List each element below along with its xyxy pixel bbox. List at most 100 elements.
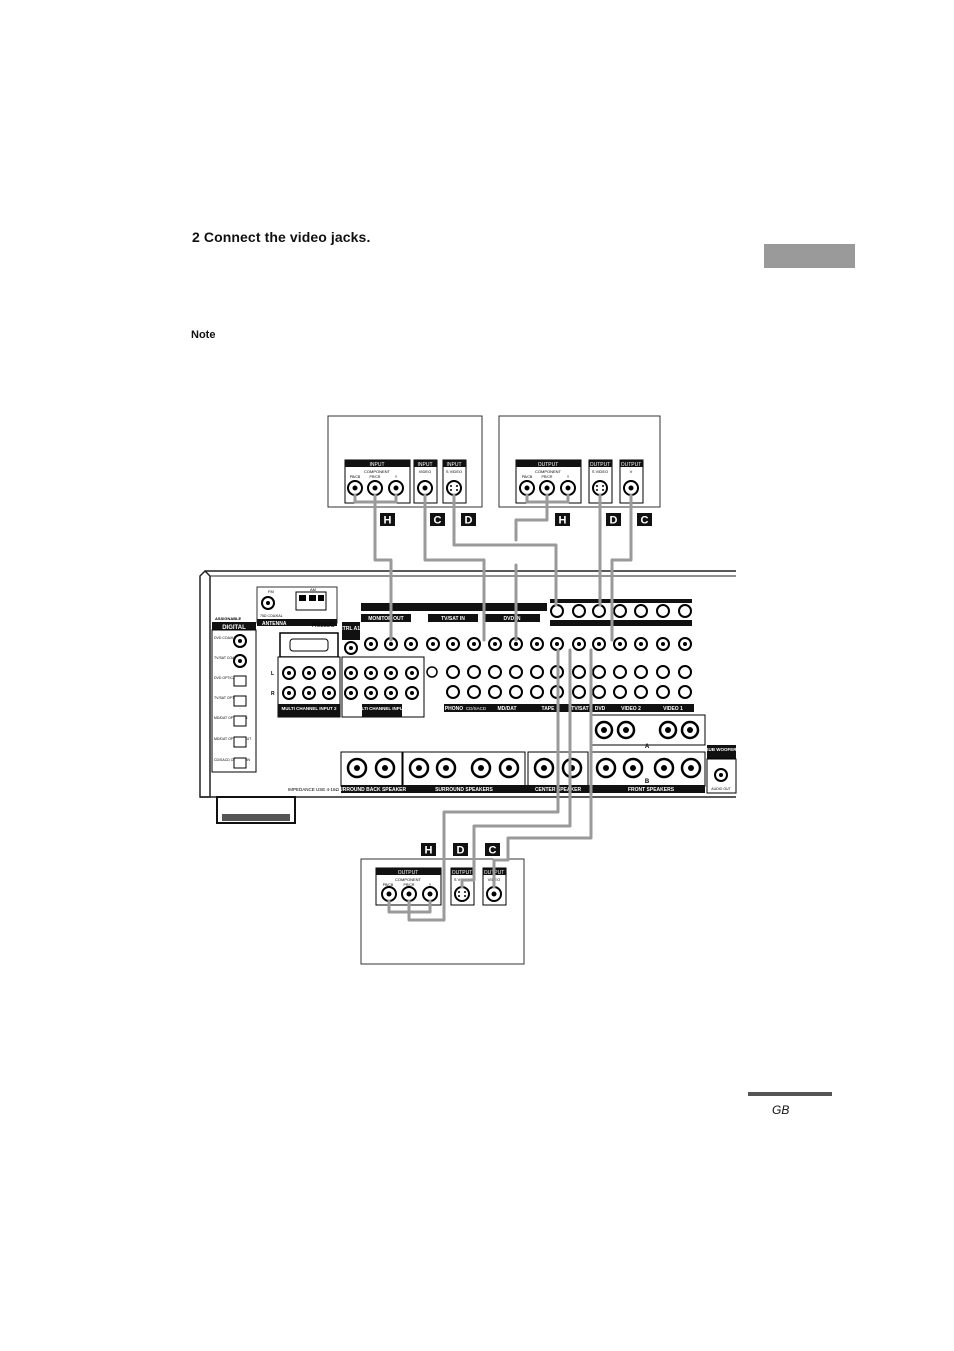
dvd-label: DVD (595, 706, 606, 712)
svg-text:C: C (434, 515, 442, 527)
surround-back-speaker-label: SURROUND BACK SPEAKER (336, 787, 407, 793)
digital-label: DIGITAL (222, 625, 246, 631)
tvsat-label: TV/SAT (571, 706, 588, 712)
front-speakers-b-terminals (595, 757, 702, 779)
svg-text:C: C (641, 515, 649, 527)
svg-text:MD/DAT OPTICAL IN: MD/DAT OPTICAL IN (214, 716, 248, 720)
dev3-y-label: Y (429, 883, 432, 887)
step-heading: 2 Connect the video jacks. (192, 229, 371, 245)
video1-label: VIDEO 1 (663, 706, 683, 712)
svg-text:CD/SACD OPTICAL IN: CD/SACD OPTICAL IN (214, 758, 251, 762)
digital-input: TV/SAT COAXIAL IN (214, 654, 247, 668)
dev2-component-jack (519, 480, 535, 496)
tape-label: TAPE (542, 706, 556, 712)
dvd-in-label: DVD IN (504, 616, 521, 622)
dev2-component-jack (560, 480, 576, 496)
surround-speaker-terminals (408, 757, 520, 779)
assignable-label: ASSIGNABLE (215, 616, 242, 621)
top-right-device: OUTPUT COMPONENT PB/CB PR/CR Y OUTPUT S … (498, 415, 661, 527)
svg-text:H: H (384, 515, 392, 527)
dev2-component-label: COMPONENT (535, 469, 562, 474)
dev3-component-jack (401, 886, 417, 902)
tv-component-jack (388, 480, 404, 496)
tv-component-jack (347, 480, 363, 496)
antenna-label: ANTENNA (262, 621, 287, 627)
fm-coaxial-label: 75Ω COAXIAL (260, 614, 283, 618)
tv-svideo-jack (446, 480, 462, 496)
front-speakers-a-terminals (594, 720, 700, 740)
audio-out-label: AUDIO OUT (711, 787, 731, 791)
dev3-svideo-group-label: OUTPUT (452, 870, 473, 876)
dev2-pb-label: PB/CB (522, 475, 533, 479)
cable-letter-d: D (461, 513, 476, 527)
speaker-b-label: B (645, 779, 650, 785)
tv-video-group-label: INPUT (418, 462, 433, 468)
cable-letter-h: H (555, 513, 570, 527)
tv-pb-label: PB/CB (350, 475, 361, 479)
phono-label: PHONO (445, 706, 463, 712)
digital-input: TV/SAT OPTICAL IN (214, 695, 247, 707)
digital-input: MD/DAT OPTICAL IN (214, 715, 248, 727)
mc2-jacks (282, 666, 336, 700)
digital-input: CD/SACD OPTICAL IN (214, 757, 251, 769)
section-tab (764, 244, 855, 268)
digital-input: DVD OPTICAL IN (214, 675, 247, 687)
dev3-output-label: OUTPUT (398, 870, 419, 876)
dev2-svideo-jack (592, 480, 608, 496)
dev2-output-label: OUTPUT (538, 462, 559, 468)
dev3-component-jack (422, 886, 438, 902)
digital-input: DVD COAXIAL IN (214, 634, 247, 648)
rs232c-label: RS232C (312, 623, 335, 629)
multi-channel-2-label: MULTI CHANNEL INPUT 2 (281, 706, 337, 711)
cable-letter-d: D (606, 513, 621, 527)
note-label: Note (191, 329, 216, 341)
component-row-jacks (364, 637, 692, 651)
svg-text:MD/DAT OPTICAL OUT: MD/DAT OPTICAL OUT (214, 737, 252, 741)
dev3-pr-label: PR/CR (404, 883, 415, 887)
surround-speakers-label: SURROUND SPEAKERS (435, 787, 493, 793)
cable-letter-d: D (453, 843, 468, 857)
cd-sacd-label: CD/SACD (466, 706, 487, 711)
ctrl-jack (344, 641, 358, 655)
svg-text:D: D (465, 515, 473, 527)
fm-antenna-jack (261, 596, 275, 610)
am-label: AM (310, 587, 316, 592)
footer-language-code: GB (772, 1103, 790, 1117)
tv-input-label: INPUT (370, 462, 385, 468)
md-dat-label: MD/DAT (497, 706, 516, 712)
svideo-row-jacks (550, 604, 692, 618)
tv-component-jack (367, 480, 383, 496)
tv-pr-label: PR/CR (370, 475, 381, 479)
receiver-rear-panel: FM 75Ω COAXIAL AM ANTENNA RS232C CTRL A1… (199, 569, 738, 824)
digital-input: MD/DAT OPTICAL OUT (214, 736, 252, 748)
video-cables (353, 493, 633, 922)
tv-svideo-group-label: INPUT (447, 462, 462, 468)
mc1-jacks (344, 666, 419, 700)
dev3-pb-label: PB/CB (383, 883, 394, 887)
dev2-video-group-label: OUTPUT (621, 462, 642, 468)
dev2-video-label: V (630, 469, 633, 474)
cable-letter-h: H (380, 513, 395, 527)
svg-text:D: D (457, 845, 465, 857)
svg-text:C: C (489, 845, 497, 857)
cable-letter-h: H (421, 843, 436, 857)
impedance-label: IMPEDANCE USE 4-16Ω (288, 787, 340, 792)
dev3-component-label: COMPONENT (395, 877, 422, 882)
svg-text:TV/SAT COAXIAL IN: TV/SAT COAXIAL IN (214, 656, 247, 660)
r-label: R (271, 691, 275, 697)
dev2-y-label: Y (567, 475, 570, 479)
sub-woofer-label: SUB WOOFER (706, 747, 738, 752)
l-label: L (271, 671, 274, 677)
fm-label: FM (268, 589, 274, 594)
svg-text:TV/SAT OPTICAL IN: TV/SAT OPTICAL IN (214, 696, 247, 700)
tv-y-label: Y (395, 475, 398, 479)
svg-text:H: H (425, 845, 433, 857)
monitor-out-label: MONITOR OUT (368, 616, 403, 622)
cable-letter-c: C (637, 513, 652, 527)
dev2-svideo-group-label: OUTPUT (590, 462, 611, 468)
tv-video-jack (417, 480, 433, 496)
dev2-component-jack (539, 480, 555, 496)
tvsat-in-label: TV/SAT IN (441, 616, 465, 622)
dev3-component-jack (381, 886, 397, 902)
